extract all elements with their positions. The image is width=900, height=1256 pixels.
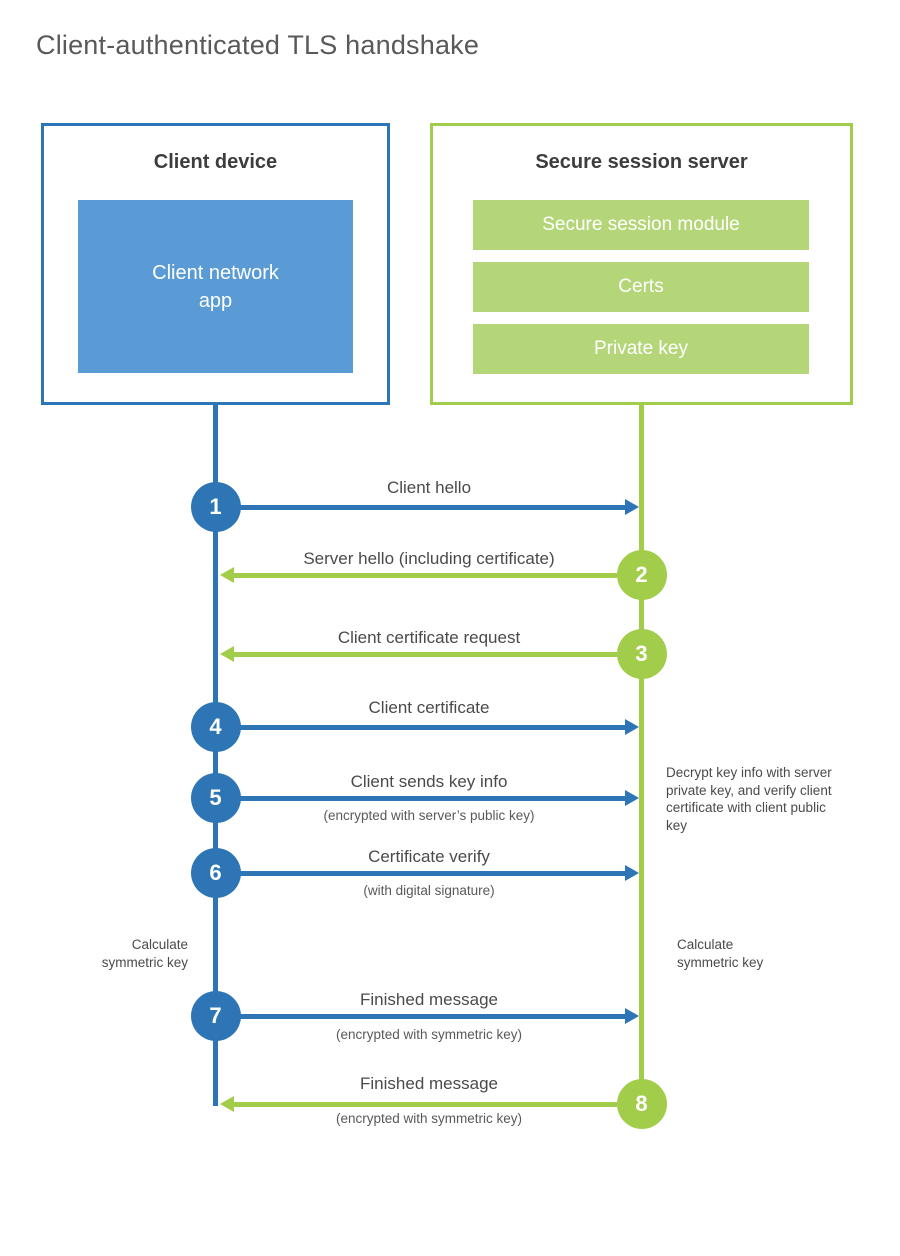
message-label-6: Certificate verify <box>368 847 490 866</box>
message-sublabel-8: (encrypted with symmetric key) <box>335 1111 523 1126</box>
arrow-shaft <box>240 1013 625 1019</box>
message-label-3: Client certificate request <box>337 628 521 647</box>
secure-session-server-title: Secure session server <box>535 151 748 173</box>
arrow-shaft <box>234 572 617 578</box>
step-number: 8 <box>635 1091 648 1116</box>
arrowhead-icon <box>220 646 234 662</box>
arrowhead-icon <box>625 719 639 735</box>
arrow-certificate-verify <box>240 865 639 881</box>
arrow-shaft <box>240 795 625 801</box>
server-module-private-key: Private key <box>473 324 809 374</box>
arrow-client-key-info <box>240 790 639 806</box>
step-circle-4: 4 <box>190 702 241 752</box>
arrow-shaft <box>234 651 617 657</box>
message-sublabel-5: (encrypted with server’s public key) <box>323 808 535 823</box>
message-label-7: Finished message <box>360 990 498 1009</box>
arrow-shaft <box>240 870 625 876</box>
step-circle-2: 2 <box>616 550 667 600</box>
message-sublabel-6: (with digital signature) <box>363 883 495 898</box>
step-number: 5 <box>209 785 222 810</box>
step-number: 4 <box>209 714 222 739</box>
note-calculate-symmetric-key-client: Calculate symmetric key <box>101 937 188 970</box>
client-device-title: Client device <box>153 151 278 173</box>
arrow-finished-client <box>240 1008 639 1024</box>
arrow-shaft <box>234 1101 617 1107</box>
message-label-2: Server hello (including certificate) <box>303 549 555 568</box>
arrow-client-certificate <box>240 719 639 735</box>
arrow-finished-server <box>220 1096 617 1112</box>
step-number: 6 <box>209 860 222 885</box>
arrowhead-icon <box>625 790 639 806</box>
message-label-4: Client certificate <box>368 698 490 717</box>
page-title: Client-authenticated TLS handshake <box>36 30 480 60</box>
arrowhead-icon <box>625 865 639 881</box>
server-module-secure-session: Secure session module <box>473 200 809 250</box>
message-sublabel-7: (encrypted with symmetric key) <box>335 1027 523 1042</box>
arrow-server-hello <box>220 567 617 583</box>
client-lifeline <box>213 402 218 1106</box>
step-number: 2 <box>635 562 648 587</box>
step-number: 3 <box>635 641 648 666</box>
arrow-client-hello <box>240 499 639 515</box>
step-circle-7: 7 <box>190 991 241 1041</box>
step-number: 1 <box>209 494 222 519</box>
step-circle-6: 6 <box>190 848 241 898</box>
step-circle-8: 8 <box>616 1079 667 1129</box>
message-label-8: Finished message <box>360 1074 498 1093</box>
arrow-client-certificate-request <box>220 646 617 662</box>
step-circle-3: 3 <box>616 629 667 679</box>
arrowhead-icon <box>625 1008 639 1024</box>
server-module-certs: Certs <box>473 262 809 312</box>
arrow-shaft <box>240 504 625 510</box>
note-decrypt-key-info: Decrypt key info with server private key… <box>666 765 832 833</box>
server-lifeline <box>639 402 644 1106</box>
message-label-5: Client sends key info <box>350 772 508 791</box>
arrowhead-icon <box>220 1096 234 1112</box>
step-circle-5: 5 <box>190 773 241 823</box>
message-label-1: Client hello <box>386 478 472 497</box>
client-network-app-box: Client network app <box>78 200 353 373</box>
arrowhead-icon <box>625 499 639 515</box>
arrowhead-icon <box>220 567 234 583</box>
arrow-shaft <box>240 724 625 730</box>
note-calculate-symmetric-key-server: Calculate symmetric key <box>677 937 764 970</box>
step-circle-1: 1 <box>190 482 241 532</box>
step-number: 7 <box>209 1003 222 1028</box>
